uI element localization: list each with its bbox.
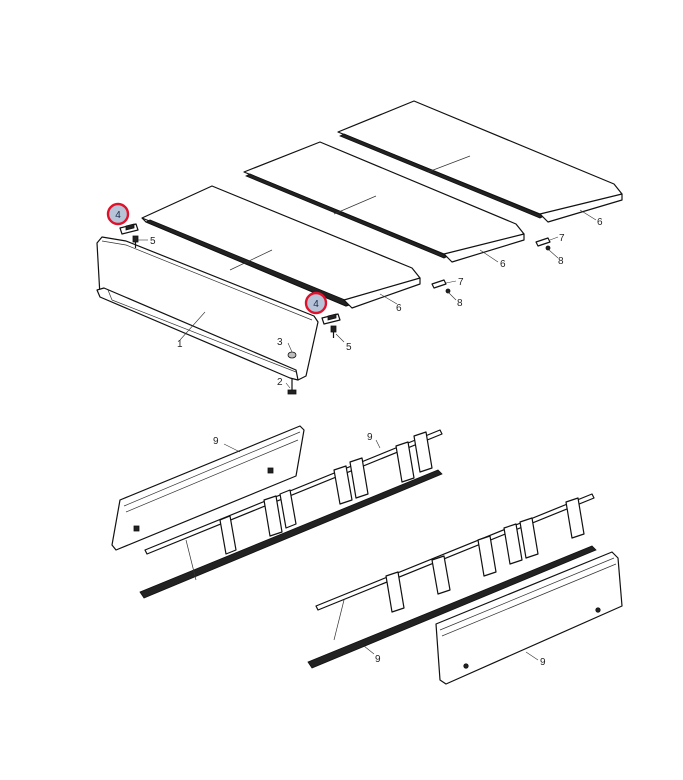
callout-5-left: 5 [150,236,156,247]
part-4-hinge-right[interactable] [321,313,341,325]
callout-8-front: 8 [457,298,463,309]
callout-4-right: 4 [313,299,319,310]
leader-lines-lower [223,439,539,661]
part-6-top-panel-rear[interactable] [337,100,623,223]
part-5-screw-right[interactable] [330,325,337,338]
highlight-callout-4-right[interactable]: 4 [304,291,328,315]
part-9-frame-right[interactable] [307,493,597,669]
callout-2: 2 [277,377,283,388]
part-1-front-panel[interactable] [96,236,319,381]
callout-9-frame-left: 9 [367,432,373,443]
part-9-frame-left[interactable] [139,429,443,599]
part-6-top-panel-middle[interactable] [243,141,525,263]
part-4-hinge-left[interactable] [119,223,139,235]
callout-8-rear: 8 [558,256,564,267]
part-8-pin-front[interactable] [445,288,451,294]
callout-6-rear: 6 [597,217,603,228]
callout-7-front: 7 [458,277,464,288]
callout-9-frame-right: 9 [375,654,381,665]
callout-7-rear: 7 [559,233,565,244]
part-7-clip-front[interactable] [431,279,447,289]
part-2-bolt[interactable] [287,378,297,395]
callout-labels: 1 2 3 5 5 6 6 6 7 7 8 8 9 9 9 9 [150,217,603,668]
part-7-clip-rear[interactable] [535,237,551,247]
part-8-pin-rear[interactable] [545,245,551,251]
part-5-screw-left[interactable] [132,235,139,248]
part-9-side-panel-right[interactable] [435,551,623,685]
callout-6-front: 6 [396,303,402,314]
callout-9-side-panel-left: 9 [213,436,219,447]
highlight-callout-4-left[interactable]: 4 [106,202,130,226]
callout-6-middle: 6 [500,259,506,270]
callout-5-right: 5 [346,342,352,353]
callout-4-left: 4 [115,210,121,221]
callout-1: 1 [177,339,183,350]
part-3-washer[interactable] [287,351,297,359]
part-6-top-panel-front[interactable] [141,185,421,309]
leader-lines-upper [138,209,597,389]
part-9-side-panel-left[interactable] [111,425,305,551]
callout-3: 3 [277,337,283,348]
callout-9-side-panel-right: 9 [540,657,546,668]
